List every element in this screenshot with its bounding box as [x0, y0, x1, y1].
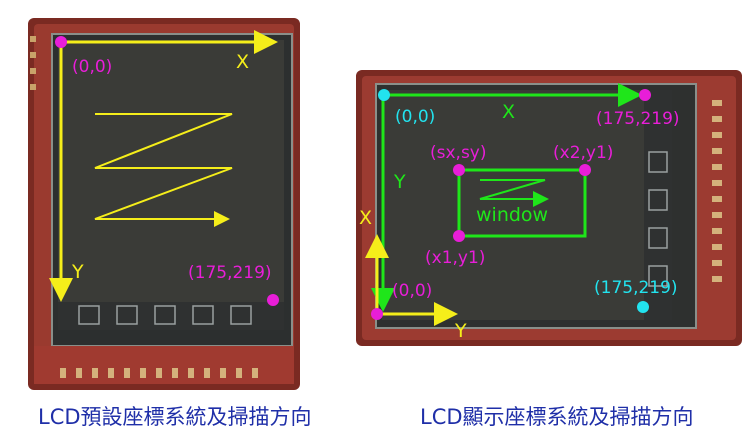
right-top-origin-label: (0,0)	[395, 107, 435, 127]
window-start-label: (sx,sy)	[430, 143, 487, 163]
right-bottom-origin-dot	[371, 308, 383, 320]
left-origin-dot	[55, 36, 67, 48]
window-x2-dot	[579, 164, 591, 176]
left-corner-dot	[267, 294, 279, 306]
right-top-x-label: X	[502, 101, 515, 123]
left-scan-path	[94, 113, 233, 227]
right-bottom-corner-label: (175,219)	[594, 278, 678, 298]
left-origin-label: (0,0)	[72, 57, 112, 77]
right-lcd-board	[356, 70, 742, 346]
window-x1-label: (x1,y1)	[425, 248, 485, 268]
window-label: window	[476, 204, 548, 226]
left-caption: LCD預設座標系統及掃描方向	[38, 405, 312, 429]
right-bottom-corner-dot	[637, 301, 649, 313]
right-bottom-x-label: X	[359, 207, 372, 229]
right-bottom-y-label: Y	[454, 320, 467, 342]
left-icon-bar	[78, 305, 252, 325]
window-rectangle	[457, 168, 587, 238]
window-x2-label: (x2,y1)	[553, 143, 613, 163]
right-top-corner-label: (175,219)	[596, 109, 680, 129]
window-x1-dot	[453, 230, 465, 242]
left-x-axis-label: X	[236, 51, 249, 73]
right-caption: LCD顯示座標系統及掃描方向	[420, 405, 694, 429]
right-bottom-origin-label: (0,0)	[392, 281, 432, 301]
window-scan-path	[479, 179, 549, 207]
left-lcd-board	[28, 18, 300, 390]
left-corner-label: (175,219)	[188, 263, 272, 283]
right-icon-column	[648, 151, 668, 287]
right-top-y-label: Y	[393, 171, 406, 193]
right-top-corner-dot	[639, 89, 651, 101]
left-y-axis-label: Y	[71, 261, 84, 283]
right-top-origin-dot	[378, 89, 390, 101]
window-start-dot	[453, 164, 465, 176]
